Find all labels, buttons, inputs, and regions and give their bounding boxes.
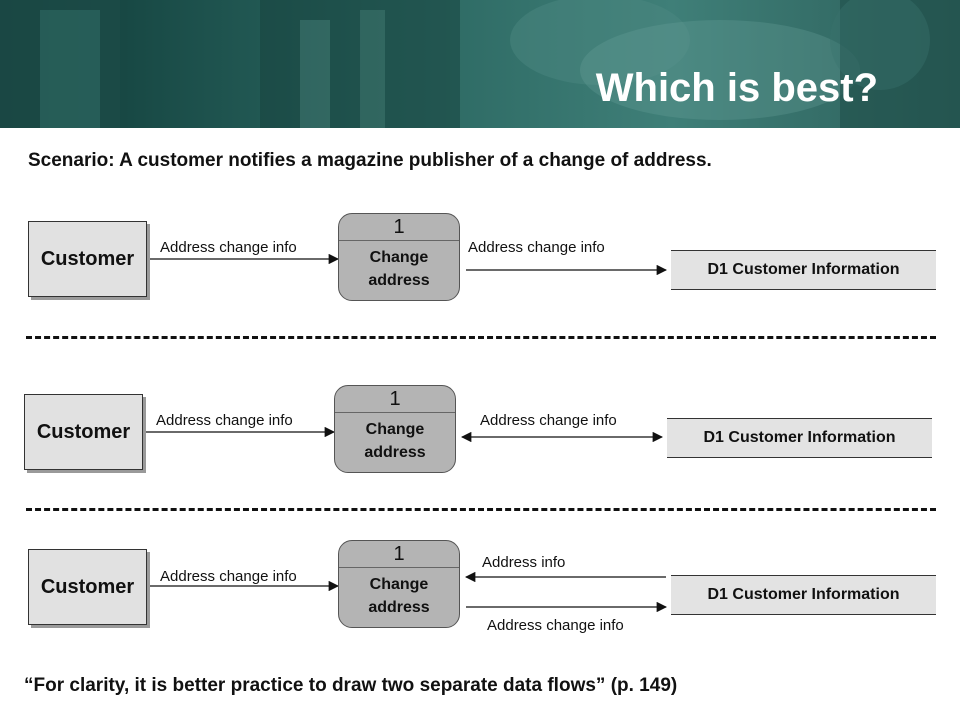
data-store-customer-information-2: D1 Customer Information	[667, 418, 932, 458]
dashed-separator-1	[26, 336, 936, 339]
data-store-customer-information-1: D1 Customer Information	[671, 250, 936, 290]
footer-quote: “For clarity, it is better practice to d…	[24, 675, 678, 696]
data-store-customer-information-3: D1 Customer Information	[671, 575, 936, 615]
process-number: 1	[335, 386, 455, 413]
external-entity-customer-3: Customer	[28, 549, 147, 625]
flow-label-3-to-store: Address change info	[487, 617, 624, 634]
header-banner: Which is best?	[0, 0, 960, 128]
process-name: Change address	[368, 249, 430, 289]
process-change-address-3: 1 Change address	[338, 540, 460, 628]
process-number: 1	[339, 214, 459, 241]
process-change-address-1: 1 Change address	[338, 213, 460, 301]
external-entity-customer-2: Customer	[24, 394, 143, 470]
page-title: Which is best?	[595, 66, 878, 110]
process-name: Change address	[368, 576, 430, 616]
banner-background-image	[0, 0, 960, 128]
process-name: Change address	[364, 421, 426, 461]
flow-label-2-bidirectional: Address change info	[480, 412, 617, 429]
process-number: 1	[339, 541, 459, 568]
dashed-separator-2	[26, 508, 936, 511]
flow-label-3-in: Address change info	[160, 568, 297, 585]
flow-label-1-out: Address change info	[468, 239, 605, 256]
flow-label-1-in: Address change info	[160, 239, 297, 256]
process-change-address-2: 1 Change address	[334, 385, 456, 473]
flow-label-3-from-store: Address info	[482, 554, 566, 571]
external-entity-customer-1: Customer	[28, 221, 147, 297]
scenario-text: Scenario: A customer notifies a magazine…	[28, 150, 712, 171]
flow-label-2-in: Address change info	[156, 412, 293, 429]
